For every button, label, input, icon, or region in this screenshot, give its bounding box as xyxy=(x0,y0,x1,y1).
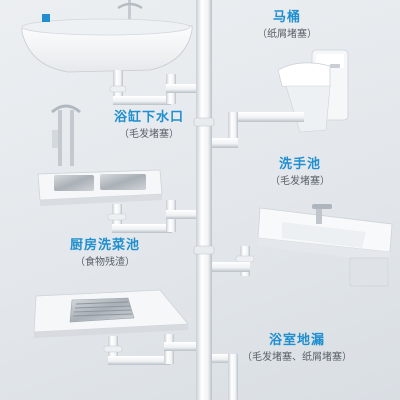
toilet-icon xyxy=(212,49,349,148)
fixture-label-floor-drain: 浴室地漏 （毛发堵塞、纸屑堵塞） xyxy=(242,333,352,365)
washbasin-icon xyxy=(212,204,393,287)
bathtub-icon xyxy=(21,0,196,105)
label-note: （毛发堵塞） xyxy=(270,176,330,187)
label-note: （毛发堵塞） xyxy=(119,129,179,140)
floor-drain-icon xyxy=(33,289,238,400)
label-title: 浴缸下水口 xyxy=(114,110,185,125)
label-title: 厨房洗菜池 xyxy=(70,238,141,253)
label-title: 马桶 xyxy=(272,10,301,25)
fixture-label-toilet: 马桶 （纸屑堵塞） xyxy=(257,10,317,42)
label-note: （纸屑堵塞） xyxy=(257,29,317,40)
main-stack-pipe xyxy=(193,0,215,400)
label-note: （食物残渣） xyxy=(75,257,135,268)
kitchen-sink-icon xyxy=(37,104,196,233)
fixture-label-bathtub: 浴缸下水口 （毛发堵塞） xyxy=(114,110,184,142)
fixture-label-kitchen-sink: 厨房洗菜池 （食物残渣） xyxy=(70,238,140,270)
label-title: 洗手池 xyxy=(278,157,321,172)
fixture-label-washbasin: 洗手池 （毛发堵塞） xyxy=(270,157,330,189)
label-title: 浴室地漏 xyxy=(268,333,325,348)
label-note: （毛发堵塞、纸屑堵塞） xyxy=(242,352,352,363)
